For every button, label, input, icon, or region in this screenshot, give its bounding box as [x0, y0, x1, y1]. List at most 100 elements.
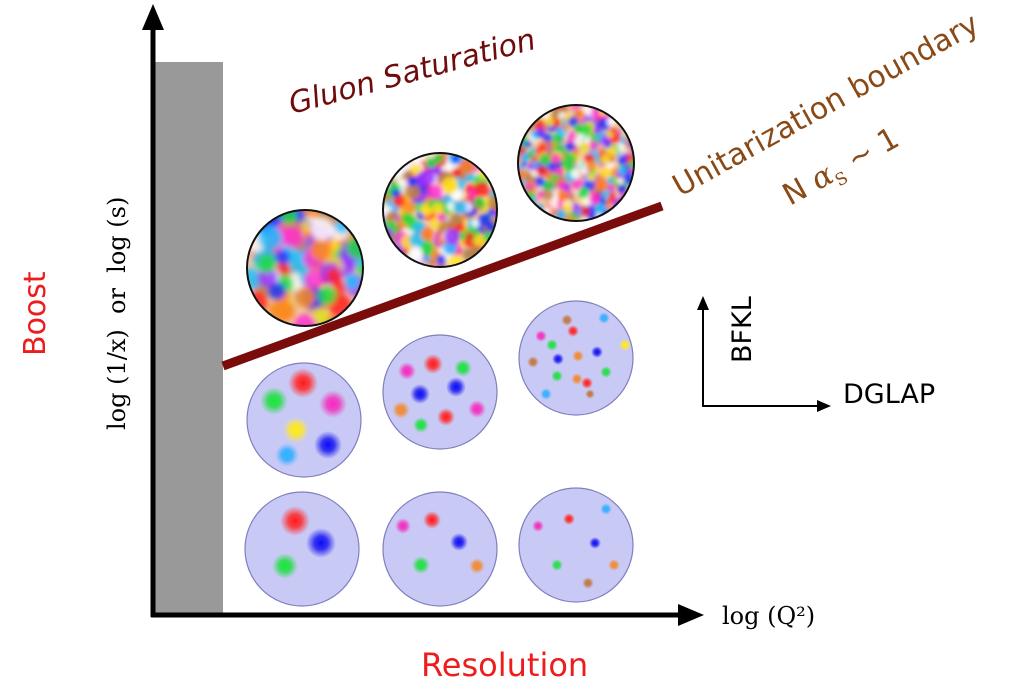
gluon-blob [617, 184, 628, 195]
gluon-blob [571, 148, 580, 157]
gluon-blob [557, 180, 567, 190]
proton-bottom-1 [244, 491, 360, 607]
gluon-blob [453, 200, 468, 215]
gluon-blob [561, 216, 575, 221]
gluon-blob [536, 127, 545, 135]
gluon-blob [542, 189, 554, 201]
gluon-blob [404, 183, 421, 200]
gluon-blob [458, 231, 468, 241]
gluon-blob [274, 249, 291, 265]
gluon-blob [409, 246, 423, 260]
proton-bottom-2 [382, 491, 498, 607]
gluon-blob [401, 200, 416, 215]
gluon-blob [600, 153, 611, 164]
gluon-blob [410, 163, 421, 175]
gluon-blob [595, 177, 607, 190]
gluon-blob [565, 141, 575, 152]
dglap-label: DGLAP [843, 379, 935, 410]
gluon-blob [268, 282, 286, 301]
bfkl-label: BFKL [727, 296, 758, 363]
gluon-blob [312, 308, 328, 325]
gluon-blob [473, 196, 486, 209]
gluon-blob [538, 143, 546, 152]
gluon-blob [431, 202, 444, 215]
gluon-blob [604, 141, 612, 149]
gluon-blob [583, 137, 591, 144]
gluon-blob [541, 179, 555, 192]
bfkl-arrowhead [697, 296, 709, 310]
proton-bottom-3 [518, 487, 634, 603]
saturated-proton-1 [246, 209, 364, 327]
dglap-arrowhead [817, 400, 831, 412]
gluon-blob [310, 217, 334, 241]
gluon-blob [571, 105, 584, 109]
gluon-blob [595, 132, 603, 140]
gluon-blob [426, 157, 437, 168]
x-caption: Resolution [421, 646, 588, 681]
saturated-proton-2 [382, 152, 498, 268]
gluon-blob [441, 177, 459, 194]
gluon-blob [579, 166, 589, 176]
gluon-blob [580, 206, 591, 217]
evolution-arrows [697, 296, 831, 412]
gluon-blob [617, 166, 627, 176]
gluon-blob [460, 160, 475, 175]
proton-mid-3 [518, 300, 634, 416]
gluon-blob [537, 165, 548, 176]
gluon-blob [534, 176, 545, 188]
proton-mid-2 [382, 334, 498, 450]
gluon-blob [282, 226, 304, 248]
gluon-blob [478, 213, 492, 227]
gluon-blob [276, 262, 291, 276]
nonperturbative-band [155, 62, 223, 617]
gluon-blob [317, 286, 337, 305]
gluon-blob [436, 254, 446, 264]
proton-mid-1 [246, 362, 362, 478]
gluon-blob [608, 146, 618, 156]
gluon-blob [562, 124, 569, 132]
gluon-blob [465, 172, 475, 183]
x-axis-arrowhead [678, 604, 704, 626]
gluon-blob [258, 267, 278, 288]
gluon-blob [343, 274, 360, 290]
gluon-blob [551, 153, 561, 163]
gluon-blob [421, 170, 436, 185]
gluon-blob [303, 270, 323, 290]
gluon-blob [589, 193, 600, 205]
y-axis-label: log (1/x) or log (s) [103, 197, 131, 430]
gluon-blob [557, 190, 569, 202]
gluon-blob [257, 254, 277, 274]
gluon-blob [420, 227, 434, 242]
gluon-blob [587, 172, 596, 182]
gluon-blob [606, 117, 615, 126]
gluon-blob [487, 195, 497, 212]
gluon-blob [617, 177, 624, 185]
gluon-blob [309, 237, 333, 261]
gluon-blob [595, 203, 607, 214]
gluon-blob [268, 298, 293, 323]
gluon-blob [383, 204, 389, 219]
gluon-blob [532, 160, 539, 167]
gluon-blob [419, 241, 434, 256]
gluon-blob [610, 127, 618, 134]
gluon-blob [334, 218, 350, 234]
unitarization-boundary-line [221, 201, 664, 371]
gluon-blob [585, 160, 597, 171]
gluon-blob [444, 228, 461, 245]
gluon-blob [573, 123, 585, 135]
gluon-blob [551, 133, 563, 145]
gluon-blob [391, 189, 401, 198]
gluon-blob [520, 152, 530, 163]
gluon-blob [547, 162, 557, 171]
gluon-blob [593, 125, 602, 135]
gluon-blob [600, 166, 612, 178]
gluon-blob [421, 206, 430, 215]
saturated-proton-3 [517, 104, 635, 222]
gluon-blob [608, 183, 616, 191]
gluon-blob [302, 210, 324, 219]
gluon-blob [451, 167, 462, 178]
gluon-blob [606, 177, 614, 185]
x-axis-label: log (Q²) [722, 602, 815, 630]
y-axis-arrowhead [142, 4, 164, 30]
gluon-blob [574, 137, 583, 146]
